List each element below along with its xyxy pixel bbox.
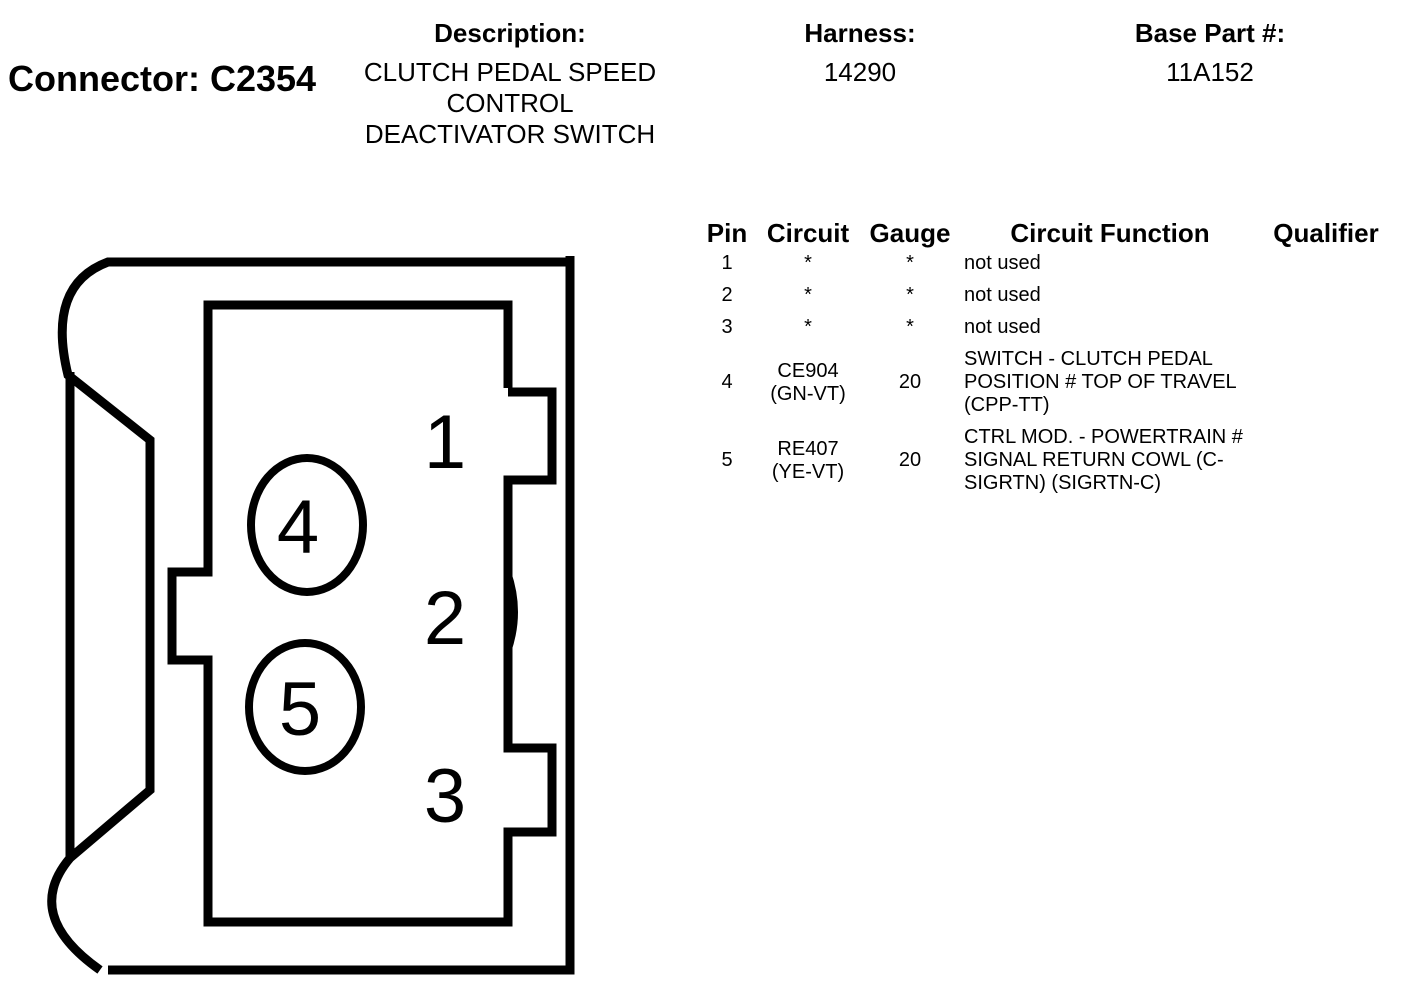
cell-circuit: CE904 (GN-VT): [754, 348, 862, 426]
connector-face-diagram: 4 5 1 2 3: [47, 256, 575, 975]
cell-function: not used: [964, 284, 1041, 306]
harness-label: Harness:: [804, 18, 916, 48]
pin5-label: 5: [279, 667, 321, 752]
cell-pin: 3: [721, 316, 733, 338]
cell-function: CTRL MOD. - POWERTRAIN # SIGNAL RETURN C…: [964, 426, 1243, 494]
housing-left-edge: [47, 257, 570, 974]
base-part-label: Base Part #:: [1134, 18, 1286, 48]
description-value: CLUTCH PEDAL SPEED CONTROL DEACTIVATOR S…: [330, 57, 690, 150]
cell-gauge: *: [906, 316, 914, 338]
cell-gauge: *: [906, 284, 914, 306]
pin2-label: 2: [424, 576, 466, 661]
harness-value: 14290: [823, 57, 897, 87]
table-row: 5 RE407 (YE-VT) 20 CTRL MOD. - POWERTRAI…: [700, 426, 1390, 504]
cell-function: SWITCH - CLUTCH PEDAL POSITION # TOP OF …: [964, 348, 1236, 416]
table-row: 3 * * not used: [700, 316, 1390, 348]
circuit-id: RE407: [777, 437, 839, 460]
cell-qualifier: [1262, 284, 1390, 316]
pin4-circle: [247, 454, 367, 596]
pin4-label: 4: [277, 485, 319, 570]
header-function: Circuit Function: [1010, 217, 1210, 248]
pin2-key: [505, 571, 518, 653]
header-pin: Pin: [706, 217, 748, 248]
header-qualifier: Qualifier: [1273, 217, 1379, 248]
wire-color: (YE-VT): [771, 460, 845, 483]
cell-circuit: RE407 (YE-VT): [754, 426, 862, 504]
cell-circuit: *: [804, 252, 812, 274]
cell-pin: 1: [721, 252, 733, 274]
cell-circuit: *: [804, 284, 812, 306]
cell-gauge: *: [906, 252, 914, 274]
connector-outline: [47, 256, 575, 975]
circuit-id: CE904: [777, 359, 839, 382]
cell-pin: 2: [721, 284, 733, 306]
cell-qualifier: [1262, 348, 1390, 426]
description-line: DEACTIVATOR SWITCH: [364, 119, 656, 149]
connector-title: Connector: C2354: [8, 58, 317, 99]
cell-qualifier: [1262, 252, 1390, 284]
cell-gauge: 20: [898, 449, 922, 471]
description-line: CONTROL: [446, 88, 574, 118]
pin1-label: 1: [424, 400, 466, 485]
cell-qualifier: [1262, 316, 1390, 348]
cell-pin: 5: [721, 449, 733, 471]
cell-pin: 4: [721, 371, 733, 393]
insert-body: [167, 300, 557, 927]
cell-gauge: 20: [898, 371, 922, 393]
base-part-value: 11A152: [1166, 57, 1254, 87]
description-line: CLUTCH PEDAL SPEED: [363, 57, 657, 87]
table-row: 2 * * not used: [700, 284, 1390, 316]
wire-color: (GN-VT): [770, 382, 846, 405]
cell-function: not used: [964, 252, 1041, 274]
cell-circuit: *: [804, 316, 812, 338]
cell-qualifier: [1262, 426, 1390, 504]
housing-outer-edge: [108, 256, 575, 975]
table-row: 1 * * not used: [700, 252, 1390, 284]
pin-table: Pin Circuit Gauge Circuit Function Quali…: [700, 214, 1390, 504]
description-label: Description:: [434, 18, 586, 48]
header-gauge: Gauge: [869, 217, 951, 248]
pin3-label: 3: [424, 754, 466, 839]
pin-table-header: Pin Circuit Gauge Circuit Function Quali…: [700, 214, 1390, 252]
header-circuit: Circuit: [766, 217, 850, 248]
table-row: 4 CE904 (GN-VT) 20 SWITCH - CLUTCH PEDAL…: [700, 348, 1390, 426]
pin5-circle: [245, 639, 365, 775]
cell-function: not used: [964, 316, 1041, 338]
